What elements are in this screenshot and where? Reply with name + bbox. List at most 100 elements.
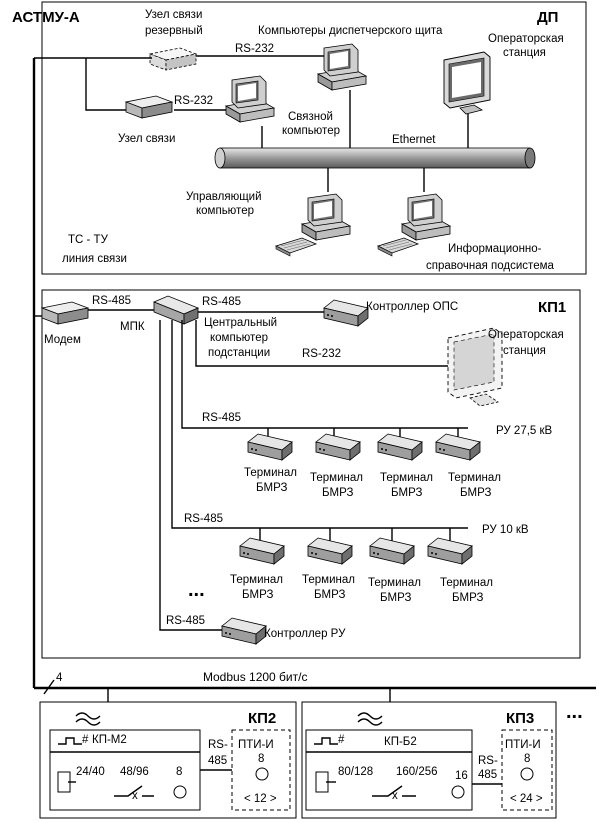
kp3-pulse-icon [314, 737, 338, 745]
kp3-switch-mark: x [392, 790, 398, 802]
kp1-operator-label: Операторская [488, 329, 564, 341]
terminal-row1-1-label: Терминал [244, 467, 297, 479]
comm-computer-label: Связной [288, 111, 333, 123]
terminal-row2-3-icon [369, 537, 415, 565]
kp2-switch-mark: x [132, 790, 138, 802]
kp2-pti-indicator-icon [255, 767, 269, 781]
kp2-modem-icon [75, 712, 101, 726]
terminal-row1-2-icon [315, 433, 361, 461]
control-computer-label: Управляющий [186, 191, 262, 203]
kp3-modem-icon [357, 712, 383, 726]
rs232-node-label: RS-232 [174, 95, 213, 107]
kp3-pti-indicator-icon [520, 767, 534, 781]
kp-drops [107, 688, 391, 702]
kp1-frame [41, 289, 581, 659]
comm-computer-label-2: компьютер [282, 125, 340, 137]
ethernet-drops [261, 90, 469, 148]
comm-computer-icon [225, 75, 275, 123]
operator-station-label: Операторская [488, 33, 564, 45]
bus-ellipsis: ... [566, 701, 583, 723]
terminal-row1-2-label-2: БМРЗ [322, 487, 354, 499]
central-computer-label: Центральный [204, 317, 277, 329]
rs485-ru-line [159, 320, 224, 631]
kp3-frame [301, 701, 557, 819]
ethernet-bus [214, 147, 536, 169]
terminal-row2-2-label: Терминал [302, 574, 355, 586]
control-computer-label-2: компьютер [196, 205, 254, 217]
modem-label: Модем [44, 334, 81, 346]
terminal-row1-4-icon [435, 433, 481, 461]
wire-count-label: 4 [56, 672, 63, 684]
terminal-row2-2-icon [307, 537, 353, 565]
kp1-operator-label-2: станция [503, 345, 546, 357]
kp2-rs485-a: RS- [208, 739, 228, 751]
rs232-kp1-label: RS-232 [302, 348, 341, 360]
terminal-row1-1-icon [247, 433, 293, 461]
terminal-row1-2-label: Терминал [310, 472, 363, 484]
kp2-ti: 24/40 [76, 766, 105, 778]
system-title: АСТМУ-А [12, 9, 80, 26]
kp3-hash: # [338, 734, 345, 746]
kp3-ts: 160/256 [396, 766, 438, 778]
kp3-switch-icon [372, 785, 416, 797]
ru275-label: РУ 27,5 кВ [496, 425, 553, 437]
ethernet-label: Ethernet [392, 134, 436, 146]
terminal-row1-4-label-2: БМРЗ [460, 487, 492, 499]
terminal-row2-2-label-2: БМРЗ [314, 589, 346, 601]
kp3-pti-num: 8 [524, 753, 530, 765]
ethernet-drops-lower [327, 168, 425, 192]
terminals-row2-drops [259, 528, 451, 542]
kp1-label: КП1 [538, 299, 566, 316]
kp2-device-name: КП-М2 [92, 734, 127, 746]
kp2-label: КП2 [248, 710, 276, 727]
wire-count-tick [43, 679, 55, 695]
info-computer-icon [401, 193, 451, 241]
modem-icon [41, 301, 89, 325]
kp1-operator-monitor-icon [447, 327, 503, 407]
kp3-tu: 16 [455, 770, 468, 782]
control-keyboard-icon [275, 237, 317, 257]
kp2-hash: # [82, 734, 89, 746]
dispatch-computers-label: Компьютеры диспетчерского щита [258, 25, 443, 37]
mpk-label: МПК [120, 321, 145, 333]
terminal-row2-1-label: Терминал [230, 574, 283, 586]
terminal-row1-4-label: Терминал [448, 472, 501, 484]
node-link [85, 58, 130, 111]
modbus-label: Modbus 1200 бит/с [203, 670, 307, 684]
kp3-indicator-icon [451, 785, 465, 799]
kp2-pti-box [231, 729, 291, 811]
terminal-row2-4-label-2: БМРЗ [452, 592, 484, 604]
rs485-bus2-label: RS-485 [184, 513, 223, 525]
operator-station-label-2: станция [503, 47, 546, 59]
backup-node-label: Узел связи [145, 9, 202, 21]
terminal-row2-1-label-2: БМРЗ [242, 589, 274, 601]
kp3-ti: 80/128 [338, 766, 373, 778]
kp3-device-box [305, 729, 473, 811]
terminals-row1-drops [267, 428, 459, 438]
tc-tu-label: ТС - ТУ [68, 234, 109, 246]
kp1-ellipsis: ... [188, 579, 205, 601]
link-line-label: линия связи [62, 253, 127, 265]
kp2-ts: 48/96 [120, 766, 149, 778]
kp2-indicator-icon [173, 785, 187, 799]
dp-label: ДП [537, 9, 558, 26]
kp3-device-name: КП-Б2 [384, 736, 417, 748]
terminal-row2-4-label: Терминал [440, 577, 493, 589]
rs485-ru-label: RS-485 [166, 615, 205, 627]
backup-node-icon [148, 47, 198, 71]
terminal-row2-3-label-2: БМРЗ [380, 592, 412, 604]
terminal-row1-3-icon [377, 433, 423, 461]
kp2-pti-count: < 12 > [244, 793, 277, 805]
terminal-row2-1-icon [239, 537, 285, 565]
operator-monitor-icon [443, 51, 491, 115]
info-system-label-2: справочная подсистема [426, 260, 554, 272]
backup-node-label-2: резервный [145, 25, 203, 37]
comm-node-icon [125, 95, 173, 119]
controller-ru-label: Контроллер РУ [264, 628, 346, 640]
kp2-pti-num: 8 [258, 753, 264, 765]
terminal-row2-4-icon [427, 537, 473, 565]
kp2-switch-icon [114, 785, 154, 797]
rs485-modem-label: RS-485 [92, 295, 131, 307]
controller-ru-icon [221, 617, 267, 645]
